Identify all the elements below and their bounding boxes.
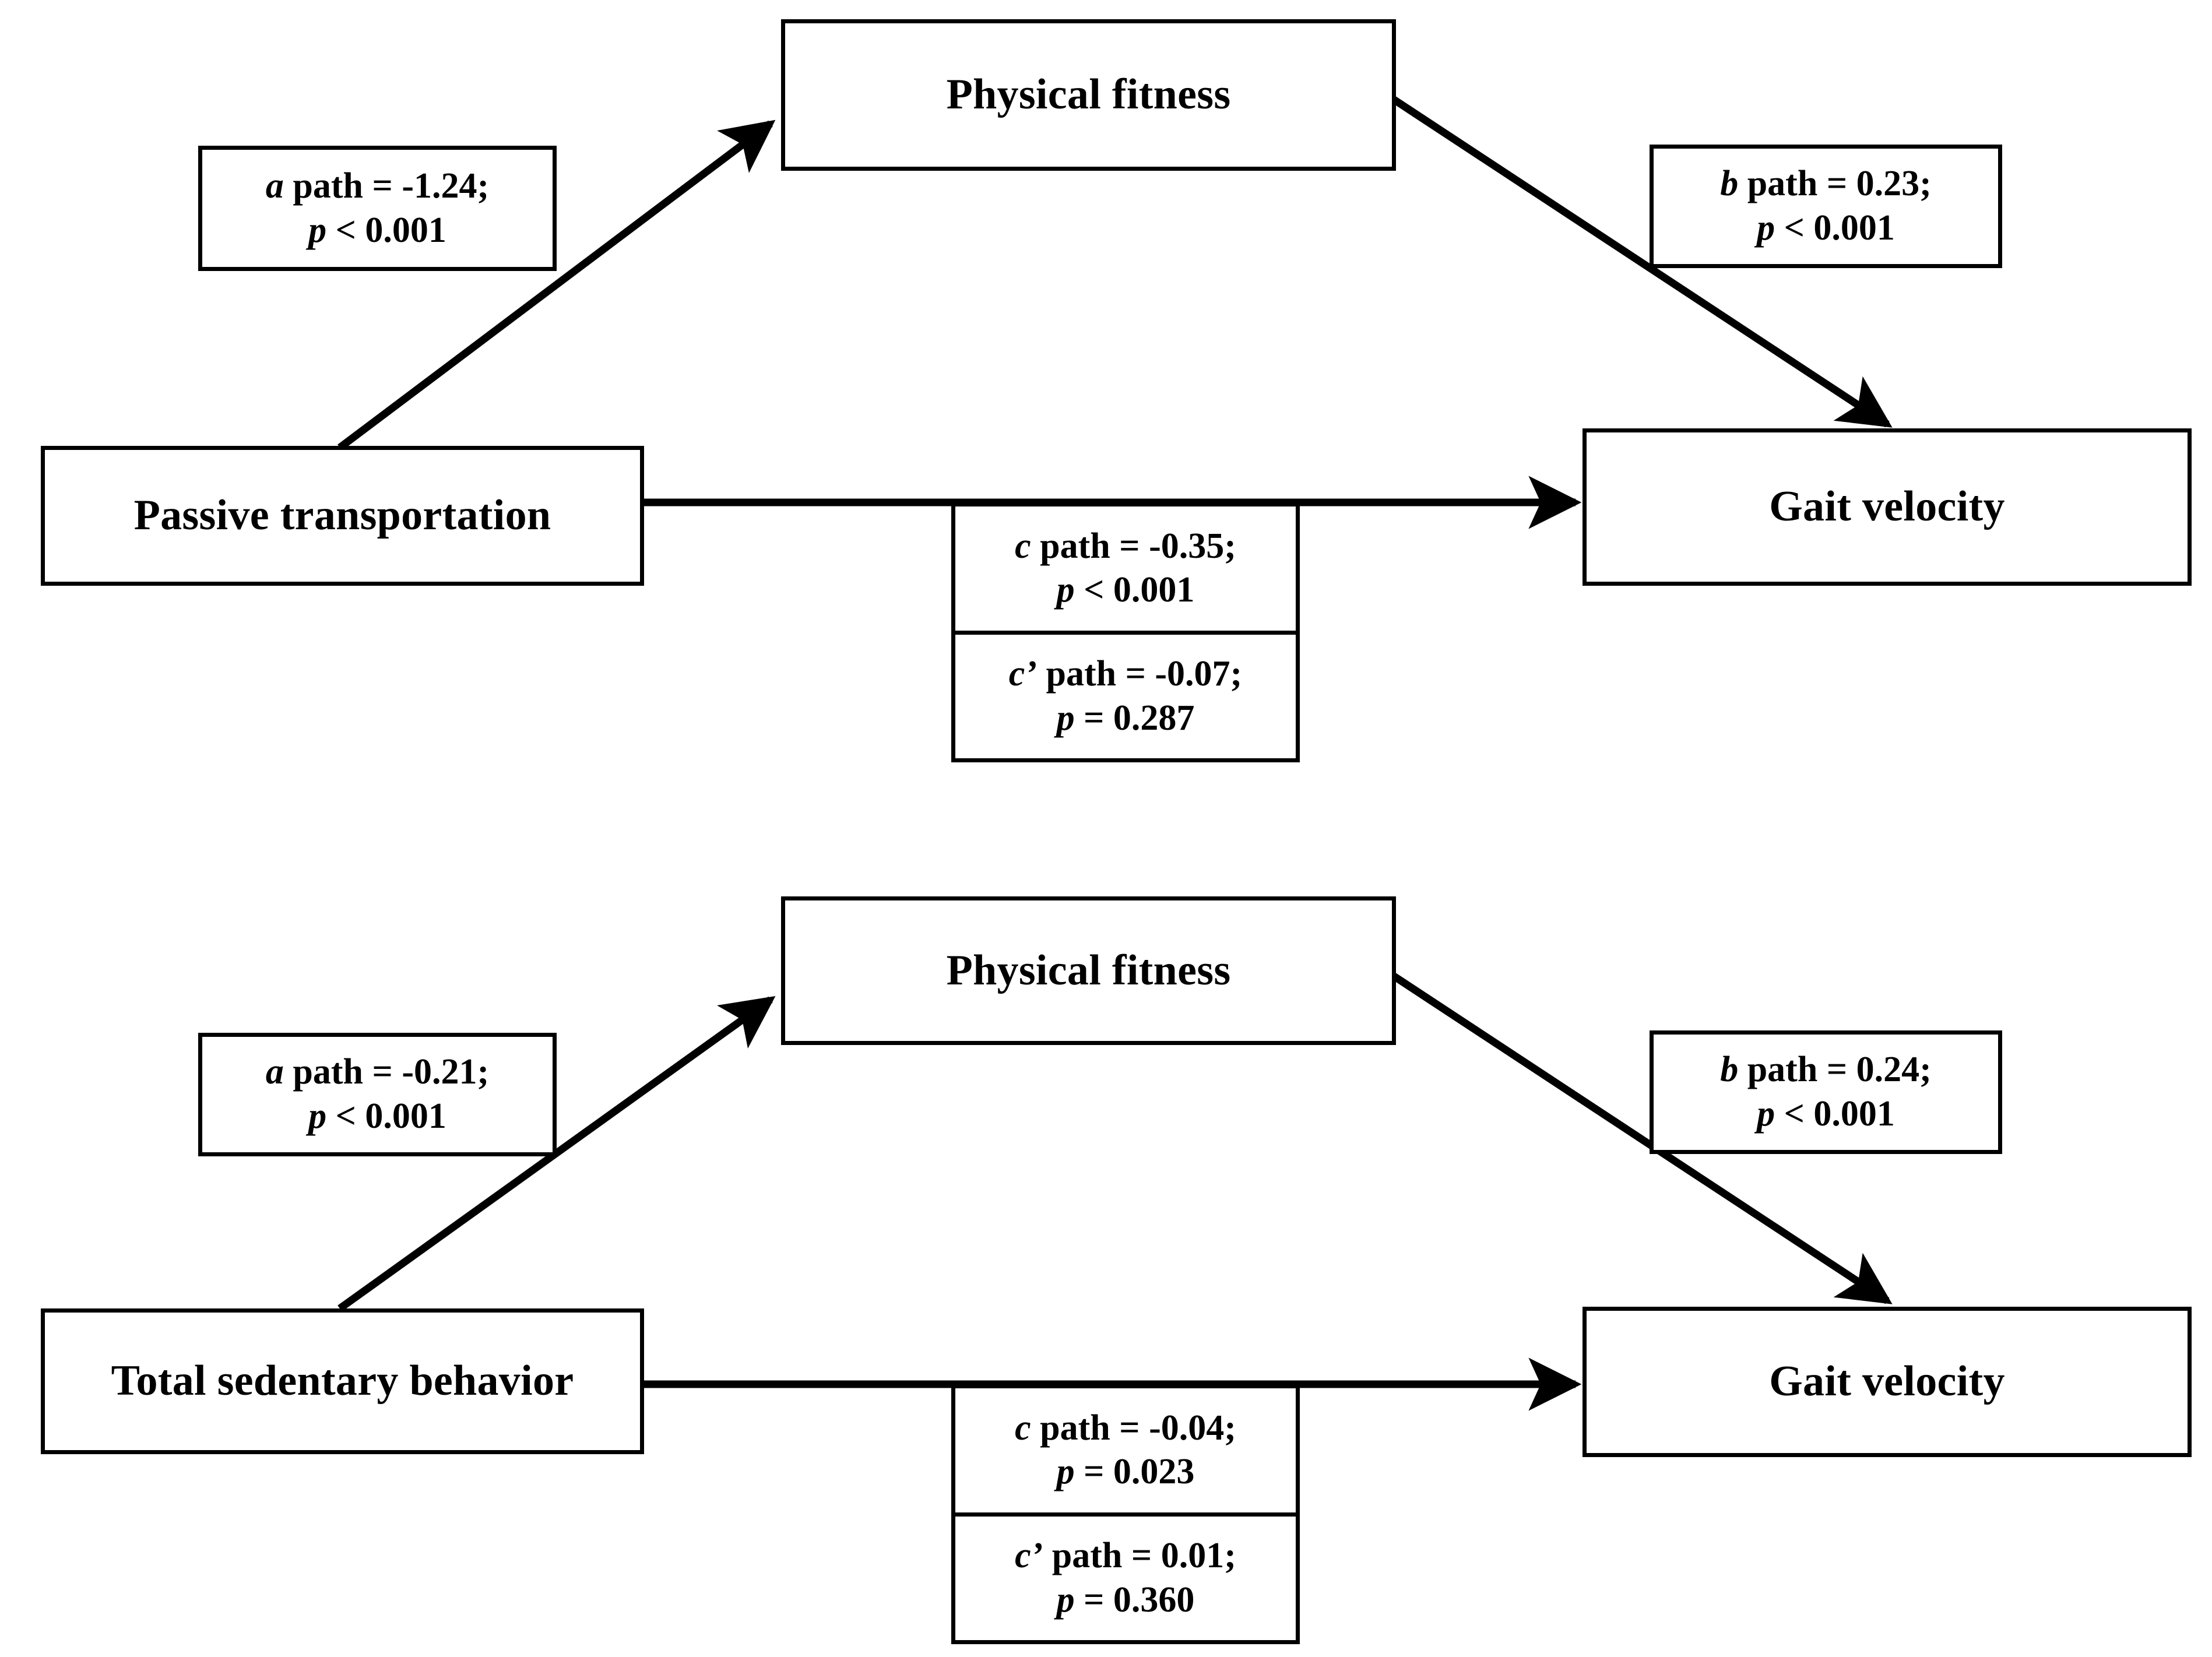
arrow-a-path-model-1: [337, 119, 776, 451]
path-c-coefficient-model-2: c path = -0.04;: [1015, 1408, 1236, 1448]
node-outcome-model-1[interactable]: Gait velocity: [1582, 428, 2192, 586]
path-b-pvalue-model-1: p < 0.001: [1757, 208, 1895, 248]
node-label-predictor-model-1: Passive transportation: [133, 491, 551, 540]
path-c-prime-coefficient-model-2: c’ path = 0.01;: [1015, 1536, 1236, 1576]
path-label-c-prime-model-2[interactable]: c’ path = 0.01; p = 0.360: [955, 1516, 1296, 1640]
node-predictor-model-2[interactable]: Total sedentary behavior: [41, 1308, 644, 1454]
path-b-coefficient-model-1: b path = 0.23;: [1720, 164, 1932, 204]
node-label-predictor-model-2: Total sedentary behavior: [111, 1357, 574, 1405]
arrow-b-path-model-1: [1385, 92, 1893, 428]
path-label-a-model-2[interactable]: a path = -0.21; p < 0.001: [198, 1033, 557, 1156]
path-label-c-stack-model-1[interactable]: c path = -0.35; p < 0.001 c’ path = -0.0…: [951, 502, 1300, 762]
node-mediator-model-1[interactable]: Physical fitness: [781, 19, 1396, 171]
path-c-prime-pvalue-model-1: p = 0.287: [1056, 698, 1195, 738]
path-a-coefficient-model-2: a path = -0.21;: [265, 1052, 490, 1092]
node-label-outcome-model-1: Gait velocity: [1769, 483, 2005, 531]
path-label-b-model-2[interactable]: b path = 0.24; p < 0.001: [1650, 1030, 2002, 1154]
path-label-a-model-1[interactable]: a path = -1.24; p < 0.001: [198, 146, 557, 271]
path-c-pvalue-model-2: p = 0.023: [1056, 1452, 1195, 1492]
path-a-pvalue-model-1: p < 0.001: [308, 210, 446, 250]
node-label-mediator-model-2: Physical fitness: [946, 946, 1231, 994]
path-b-coefficient-model-2: b path = 0.24;: [1720, 1050, 1932, 1090]
path-c-prime-pvalue-model-2: p = 0.360: [1056, 1579, 1195, 1620]
path-label-c-prime-model-1[interactable]: c’ path = -0.07; p = 0.287: [955, 634, 1296, 758]
node-predictor-model-1[interactable]: Passive transportation: [41, 446, 644, 586]
path-label-c-stack-model-2[interactable]: c path = -0.04; p = 0.023 c’ path = 0.01…: [951, 1384, 1300, 1644]
node-label-outcome-model-2: Gait velocity: [1769, 1357, 2005, 1406]
path-c-pvalue-model-1: p < 0.001: [1056, 570, 1195, 610]
path-label-c-model-1[interactable]: c path = -0.35; p < 0.001: [955, 506, 1296, 635]
path-label-c-model-2[interactable]: c path = -0.04; p = 0.023: [955, 1388, 1296, 1517]
path-a-coefficient-model-1: a path = -1.24;: [265, 166, 490, 206]
path-c-coefficient-model-1: c path = -0.35;: [1015, 526, 1236, 566]
path-b-pvalue-model-2: p < 0.001: [1757, 1094, 1895, 1134]
arrow-b-path-model-2: [1385, 969, 1893, 1304]
path-label-b-model-1[interactable]: b path = 0.23; p < 0.001: [1650, 145, 2002, 268]
path-a-pvalue-model-2: p < 0.001: [308, 1096, 446, 1136]
node-label-mediator-model-1: Physical fitness: [946, 71, 1231, 119]
node-mediator-model-2[interactable]: Physical fitness: [781, 896, 1396, 1045]
node-outcome-model-2[interactable]: Gait velocity: [1582, 1307, 2192, 1457]
path-c-prime-coefficient-model-1: c’ path = -0.07;: [1008, 654, 1243, 694]
